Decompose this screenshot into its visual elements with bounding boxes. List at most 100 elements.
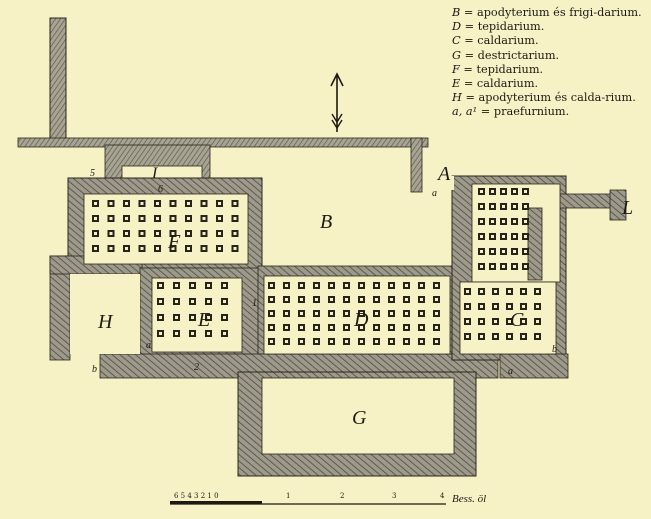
pillar-core — [502, 220, 505, 223]
pillar-core — [156, 232, 159, 235]
pillar-core — [405, 298, 408, 301]
scale-num-3: 3 — [392, 492, 396, 500]
pillar-core — [175, 284, 178, 287]
mark-b-2: b — [552, 344, 557, 355]
pillar-core — [390, 298, 393, 301]
pillar-core — [513, 190, 516, 193]
pillar-core — [466, 290, 469, 293]
pillar-core — [233, 217, 237, 220]
pillar-core — [125, 232, 128, 235]
pillar-core — [480, 235, 483, 238]
pillar-core — [207, 284, 210, 287]
pillar-core — [285, 298, 288, 301]
legend: B = apodyterium és frigi-darium. D = tep… — [452, 6, 648, 120]
pillar-core — [109, 217, 113, 220]
pillar-core — [94, 232, 97, 235]
pillar-core — [466, 320, 469, 323]
tower-wall — [49, 17, 67, 145]
pillar-core — [522, 305, 525, 308]
pillar-core — [524, 265, 527, 268]
pillar-core — [375, 326, 378, 329]
legend-item-D: D = tepidarium. — [452, 20, 545, 34]
pillar-core — [435, 326, 438, 329]
pillar-core — [508, 290, 511, 293]
mark-a-2: a — [146, 340, 151, 351]
pillar-core — [405, 326, 408, 329]
pillar-core — [285, 284, 288, 287]
pillar-core — [494, 290, 497, 293]
pillar-core — [187, 247, 190, 250]
pillar-core — [522, 335, 525, 338]
pillar-core — [270, 326, 273, 329]
pillar-core — [491, 265, 494, 268]
pillar-core — [494, 305, 497, 308]
label-room-G: G — [352, 407, 367, 429]
pillar-core — [513, 250, 516, 253]
pillar-core — [508, 320, 511, 323]
pillar-core — [187, 232, 190, 235]
pillar-core — [202, 202, 206, 205]
pillar-core — [315, 340, 318, 343]
pillar-core — [345, 312, 348, 315]
arrow-feather — [331, 113, 343, 130]
pillar-core — [390, 312, 393, 315]
scale-num-2: 2 — [340, 492, 344, 500]
pillar-core — [375, 340, 378, 343]
label-room-C: C — [510, 309, 524, 331]
pillar-core — [435, 284, 438, 287]
mark-num-1: 1 — [252, 298, 257, 309]
mark-a-1: a — [432, 188, 437, 199]
scale-block — [170, 501, 262, 504]
pillar-core — [390, 284, 393, 287]
pillar-core — [171, 202, 175, 205]
pillar-core — [140, 202, 144, 205]
scale-bar: 6 5 4 3 2 1 0 1 2 3 4 Bess. öl — [170, 492, 486, 505]
pillar-core — [330, 298, 333, 301]
pillar-core — [300, 312, 303, 315]
pillar-core — [125, 217, 128, 220]
pillar-core — [207, 300, 210, 303]
pillar-core — [502, 205, 505, 208]
pillar-core — [480, 335, 483, 338]
pillar-core — [491, 205, 494, 208]
pillar-core — [175, 300, 178, 303]
pillar-core — [171, 247, 175, 250]
pillar-core — [502, 265, 505, 268]
pillar-core — [315, 312, 318, 315]
pillar-core — [494, 320, 497, 323]
pillar-core — [513, 265, 516, 268]
pillar-core — [360, 298, 363, 301]
pillar-core — [513, 220, 516, 223]
pillar-core — [524, 250, 527, 253]
pillar-core — [491, 235, 494, 238]
legend-item-H: H = apodyterium és calda-rium. — [452, 91, 636, 105]
pillar-core — [171, 232, 175, 235]
pillar-core — [480, 220, 483, 223]
pillar-core — [300, 326, 303, 329]
pillar-core — [159, 332, 162, 335]
scale-ticks: 6 5 4 3 2 1 0 — [174, 492, 219, 500]
pillar-core — [191, 284, 194, 287]
pillar-core — [466, 305, 469, 308]
pillar-core — [375, 312, 378, 315]
pillar-core — [524, 190, 527, 193]
pillar-core — [156, 247, 159, 250]
pillar-core — [218, 247, 221, 250]
legend-item-E: E = caldarium. — [452, 77, 539, 91]
mark-num-6: 6 — [158, 184, 163, 195]
pillar-core — [202, 232, 206, 235]
pillar-core — [191, 332, 194, 335]
label-room-B: B — [320, 211, 332, 233]
room-I-interior — [121, 165, 203, 179]
pillar-core — [109, 232, 113, 235]
pillar-core — [524, 235, 527, 238]
pillar-core — [270, 312, 273, 315]
scale-num-1: 1 — [286, 492, 290, 500]
pillar-core — [223, 332, 226, 335]
pillar-core — [159, 316, 162, 319]
pillar-core — [330, 312, 333, 315]
pillar-core — [360, 326, 363, 329]
pillar-core — [480, 320, 483, 323]
pillar-core — [233, 202, 237, 205]
